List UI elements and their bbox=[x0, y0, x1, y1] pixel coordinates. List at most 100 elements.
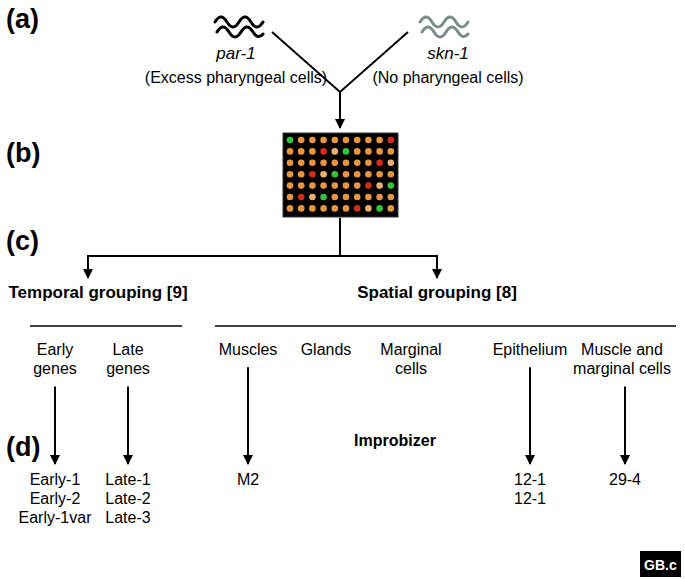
text-node: Muscles bbox=[219, 340, 278, 359]
spot bbox=[354, 137, 361, 144]
merge-arrow bbox=[339, 92, 341, 128]
spot bbox=[365, 171, 372, 178]
group-rule bbox=[215, 325, 676, 327]
text-node: 29-4 bbox=[609, 470, 641, 489]
spot bbox=[320, 194, 327, 201]
spot bbox=[320, 148, 327, 155]
spot bbox=[320, 137, 327, 144]
spot bbox=[298, 205, 305, 212]
spot bbox=[376, 171, 383, 178]
spot bbox=[287, 171, 294, 178]
watermark: GB.c bbox=[640, 551, 681, 577]
group-rule bbox=[30, 325, 182, 327]
spot bbox=[309, 148, 316, 155]
text-node: skn-1 (No pharyngeal cells) bbox=[372, 44, 523, 88]
flow-arrow bbox=[127, 386, 129, 464]
spot bbox=[320, 205, 327, 212]
spot bbox=[376, 182, 383, 189]
method-label: Improbizer bbox=[354, 432, 436, 450]
spot bbox=[309, 160, 316, 167]
panel-label: (c) bbox=[6, 226, 39, 257]
node-text: Marginal cells bbox=[369, 340, 453, 378]
spot bbox=[388, 171, 395, 178]
node-text: (Excess pharyngeal cells) bbox=[145, 68, 327, 87]
spot bbox=[332, 194, 339, 201]
text-node: M2 bbox=[237, 470, 259, 489]
spot bbox=[309, 137, 316, 144]
flow-arrow bbox=[529, 367, 531, 464]
spot bbox=[298, 182, 305, 189]
node-text: skn-1 bbox=[372, 44, 523, 64]
node-text: Muscles bbox=[219, 340, 278, 359]
spot bbox=[354, 194, 361, 201]
node-text: Early-1var bbox=[19, 508, 92, 527]
panel-label: (d) bbox=[6, 432, 40, 463]
spot bbox=[309, 182, 316, 189]
spot bbox=[354, 171, 361, 178]
node-text: Late-2 bbox=[105, 489, 150, 508]
spot bbox=[376, 205, 383, 212]
node-text: Late-3 bbox=[105, 508, 150, 527]
node-text: Temporal grouping [9] bbox=[8, 283, 187, 303]
panel-label: (a) bbox=[6, 4, 39, 35]
node-text: Early genes bbox=[24, 340, 86, 378]
node-text: (No pharyngeal cells) bbox=[372, 68, 523, 87]
spot bbox=[332, 182, 339, 189]
flow-arrow bbox=[624, 386, 626, 464]
spot bbox=[298, 194, 305, 201]
spot bbox=[365, 148, 372, 155]
node-text: Early-2 bbox=[19, 489, 92, 508]
spot bbox=[287, 160, 294, 167]
spot bbox=[376, 160, 383, 167]
spot bbox=[343, 182, 350, 189]
spot bbox=[309, 205, 316, 212]
split-line bbox=[88, 218, 437, 256]
spot bbox=[320, 182, 327, 189]
node-text: par-1 bbox=[145, 44, 327, 64]
flow-arrow bbox=[54, 386, 56, 464]
spot bbox=[376, 148, 383, 155]
node-text: M2 bbox=[237, 470, 259, 489]
text-node: Spatial grouping [8] bbox=[357, 283, 517, 303]
spot bbox=[343, 194, 350, 201]
worm-icon bbox=[420, 17, 468, 37]
node-text: Muscle and marginal cells bbox=[566, 340, 678, 378]
node-text: Glands bbox=[301, 340, 352, 359]
text-node: Late-1Late-2Late-3 bbox=[105, 470, 150, 528]
node-text: Late genes bbox=[97, 340, 159, 378]
spot bbox=[354, 148, 361, 155]
spot bbox=[354, 182, 361, 189]
text-node: Glands bbox=[301, 340, 352, 359]
spot bbox=[388, 148, 395, 155]
text-node: Temporal grouping [9] bbox=[8, 283, 187, 303]
spot bbox=[287, 137, 294, 144]
spot bbox=[332, 137, 339, 144]
spot bbox=[365, 137, 372, 144]
text-node: Early-1Early-2Early-1var bbox=[19, 470, 92, 528]
spot bbox=[343, 205, 350, 212]
spot bbox=[320, 171, 327, 178]
spot bbox=[298, 160, 305, 167]
spot bbox=[388, 182, 395, 189]
node-text: Late-1 bbox=[105, 470, 150, 489]
spot bbox=[365, 194, 372, 201]
spot bbox=[332, 148, 339, 155]
text-node: Late genes bbox=[97, 340, 159, 378]
text-node: 12-112-1 bbox=[514, 470, 546, 508]
spot bbox=[365, 182, 372, 189]
spot bbox=[376, 137, 383, 144]
text-node: Muscle and marginal cells bbox=[566, 340, 678, 378]
node-text: 12-1 bbox=[514, 489, 546, 508]
spot bbox=[287, 194, 294, 201]
text-node: par-1 (Excess pharyngeal cells) bbox=[145, 44, 327, 88]
spot bbox=[354, 205, 361, 212]
split-arrow bbox=[436, 255, 438, 278]
spot bbox=[388, 137, 395, 144]
node-text: 29-4 bbox=[609, 470, 641, 489]
node-text: Epithelium bbox=[493, 340, 568, 359]
spot bbox=[298, 171, 305, 178]
node-text: 12-1 bbox=[514, 470, 546, 489]
spot bbox=[376, 194, 383, 201]
spot bbox=[332, 171, 339, 178]
spot bbox=[287, 205, 294, 212]
